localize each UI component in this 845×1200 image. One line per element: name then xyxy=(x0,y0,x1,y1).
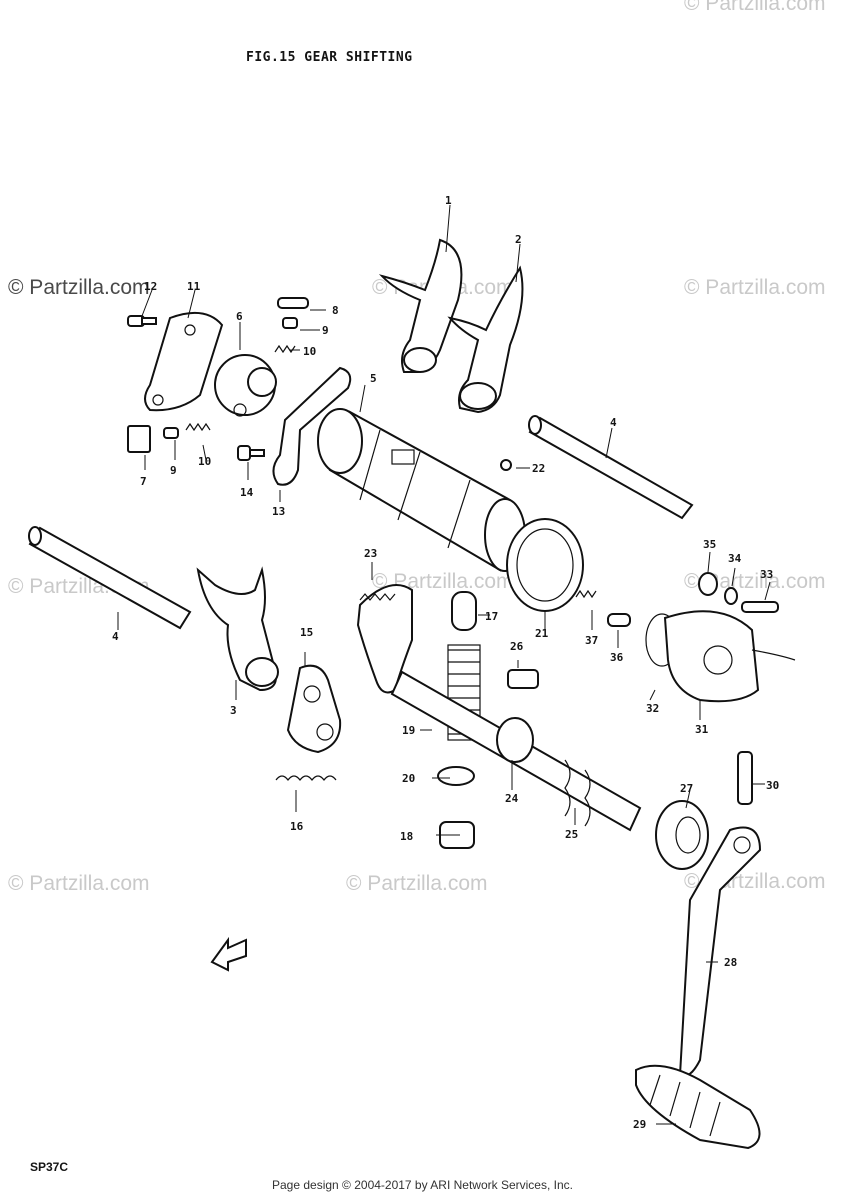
spring-10-lower[interactable] xyxy=(185,422,211,432)
pin-22[interactable] xyxy=(500,459,512,471)
shift-fork-1[interactable] xyxy=(378,238,463,373)
gearshift-cam-driven-gear[interactable] xyxy=(214,354,277,417)
callout-25: 25 xyxy=(565,828,578,841)
callout-14: 14 xyxy=(240,486,254,499)
footrest-rubber-29[interactable] xyxy=(635,1064,761,1150)
callout-36: 36 xyxy=(610,651,624,664)
oil-seal-27[interactable] xyxy=(655,800,709,870)
callout-31: 31 xyxy=(695,723,709,736)
fork-shaft-lower[interactable] xyxy=(28,526,192,630)
callout-2: 2 xyxy=(515,233,522,246)
gearshift-shaft-24[interactable] xyxy=(390,670,642,832)
cam-stopper-plate-13[interactable] xyxy=(272,366,352,486)
spring-10-upper[interactable] xyxy=(274,344,296,354)
callout-11: 11 xyxy=(187,280,201,293)
page-footer: Page design © 2004-2017 by ARI Network S… xyxy=(271,1178,573,1192)
callout-9-lower: 9 xyxy=(170,464,177,477)
callout-23-pedal: 28 xyxy=(724,956,737,969)
callout-34: 34 xyxy=(728,552,742,565)
callout-1: 1 xyxy=(445,194,452,207)
fork-shaft-upper[interactable] xyxy=(528,415,694,520)
callout-23-upper: 23 xyxy=(364,547,377,560)
gasket-21[interactable] xyxy=(506,518,584,612)
gearshift-cam-drum[interactable] xyxy=(317,408,526,572)
callout-24: 24 xyxy=(505,792,519,805)
callout-33: 33 xyxy=(760,568,773,581)
pin-9-lower[interactable] xyxy=(163,427,179,439)
callout-4-lower: 4 xyxy=(112,630,119,643)
callout-4-upper: 4 xyxy=(610,416,617,429)
callout-10-upper: 10 xyxy=(303,345,316,358)
shift-fork-3[interactable] xyxy=(196,566,279,692)
callout-29: 29 xyxy=(633,1118,646,1131)
callout-10-lower: 10 xyxy=(198,455,211,468)
washer-34[interactable] xyxy=(724,587,738,605)
gasket-20[interactable] xyxy=(437,766,475,786)
washer-35[interactable] xyxy=(698,572,718,596)
watermark: © Partzilla.com xyxy=(684,276,826,299)
callout-8: 8 xyxy=(332,304,339,317)
front-arrow-icon xyxy=(210,936,247,972)
callout-17: 17 xyxy=(485,610,498,623)
callout-26: 26 xyxy=(510,640,524,653)
callout-20: 20 xyxy=(402,772,415,785)
callout-18: 18 xyxy=(400,830,413,843)
callout-22: 22 xyxy=(532,462,545,475)
figure-title: FIG.15 GEAR SHIFTING xyxy=(246,50,413,65)
screw-14[interactable] xyxy=(237,445,265,461)
gear-position-switch-31[interactable] xyxy=(663,610,796,703)
return-spring-16[interactable] xyxy=(275,775,337,781)
bolt-12[interactable] xyxy=(127,315,157,327)
cam-guide-pin-8[interactable] xyxy=(277,297,309,309)
callout-37: 37 xyxy=(585,634,598,647)
callout-15: 15 xyxy=(300,626,313,639)
watermark: © Partzilla.com xyxy=(8,276,150,299)
diagram-code: SP37C xyxy=(30,1160,69,1174)
pin-9-upper[interactable] xyxy=(282,317,298,329)
screw-33[interactable] xyxy=(741,601,779,613)
spring-37[interactable] xyxy=(575,589,597,599)
callout-3: 3 xyxy=(230,704,237,717)
return-spring-25[interactable] xyxy=(564,759,591,827)
pin-36[interactable] xyxy=(607,613,631,627)
callout-35: 35 xyxy=(703,538,716,551)
callout-5: 5 xyxy=(370,372,377,385)
gearshift-stopper-plate[interactable] xyxy=(144,311,224,412)
callout-19: 19 xyxy=(402,724,415,737)
watermark: © Partzilla.com xyxy=(684,570,826,593)
shift-fork-2[interactable] xyxy=(447,265,524,414)
callout-13: 13 xyxy=(272,505,285,518)
shift-arm-15[interactable] xyxy=(286,664,342,754)
callout-9-upper: 9 xyxy=(322,324,329,337)
watermark: © Partzilla.com xyxy=(8,872,150,895)
bolt-30[interactable] xyxy=(737,751,753,805)
callout-7: 7 xyxy=(140,475,147,488)
watermark: © Partzilla.com xyxy=(346,872,488,895)
callout-12: 12 xyxy=(144,280,157,293)
callout-16: 16 xyxy=(290,820,304,833)
callout-6: 6 xyxy=(236,310,243,323)
callout-27: 27 xyxy=(680,782,693,795)
callout-32: 32 xyxy=(646,702,659,715)
watermark: © Partzilla.com xyxy=(684,0,826,15)
bolt-26[interactable] xyxy=(507,669,539,689)
callout-30: 30 xyxy=(766,779,779,792)
plunger-17[interactable] xyxy=(451,591,477,631)
callout-21: 21 xyxy=(535,627,549,640)
stopper-7[interactable] xyxy=(127,425,151,453)
